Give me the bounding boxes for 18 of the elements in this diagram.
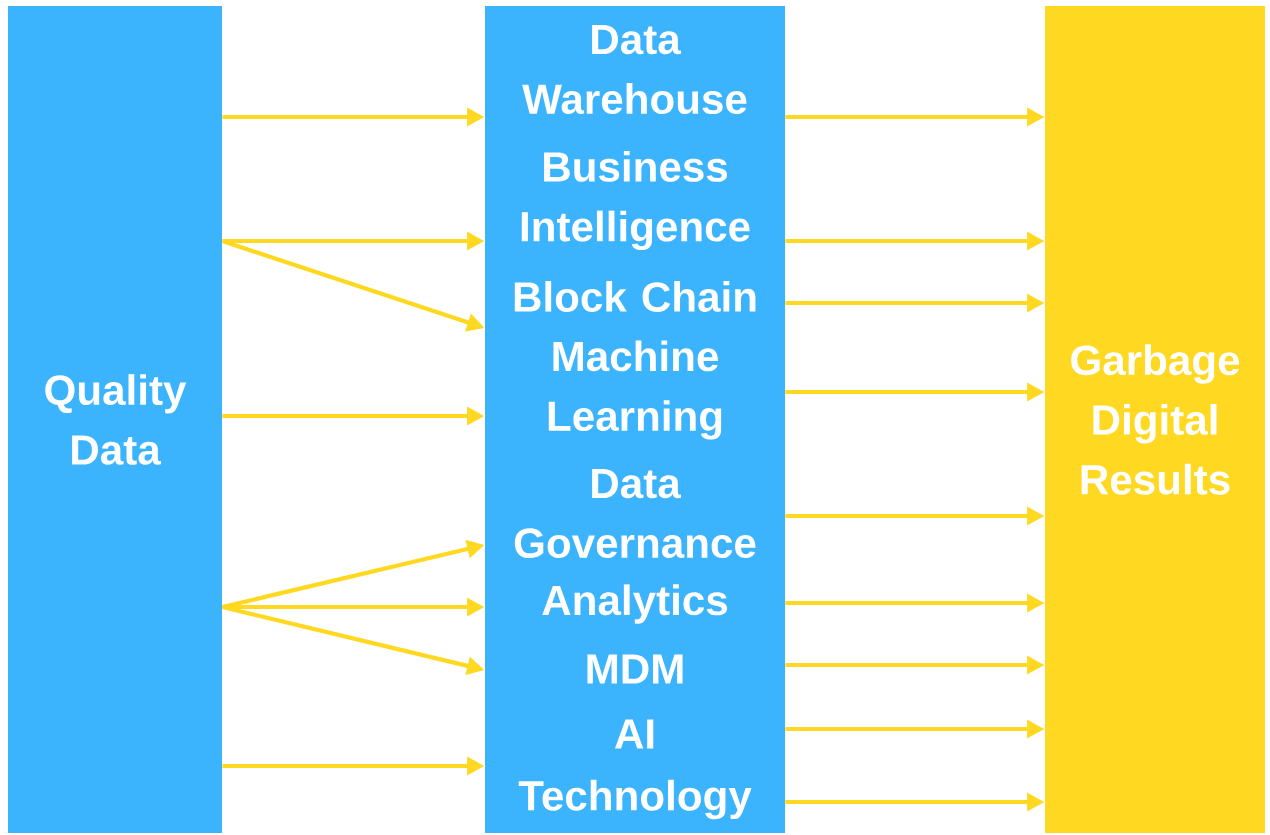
process-box: Technology (485, 766, 785, 833)
process-box: MDM (485, 636, 785, 702)
process-box: Block Chain (485, 268, 785, 325)
process-box: Data Governance (485, 455, 785, 572)
node-label: Data Warehouse (522, 24, 747, 115)
node-label: Machine Learning (548, 340, 722, 440)
node-label: Block Chain (514, 281, 756, 312)
process-box: Data Warehouse (485, 6, 785, 133)
node-label: Business Intelligence (521, 150, 750, 251)
process-box: Analytics (485, 572, 785, 636)
node-label: MDM (587, 654, 683, 684)
node-label: Data Governance (514, 468, 756, 559)
process-box: AI (485, 702, 785, 766)
node-label: Analytics (542, 584, 728, 624)
node-label: Technology (518, 779, 752, 820)
node-label: AI (614, 719, 654, 749)
process-box: Quality Data (8, 6, 222, 833)
result-box: Garbage Digital Results (1045, 6, 1265, 833)
